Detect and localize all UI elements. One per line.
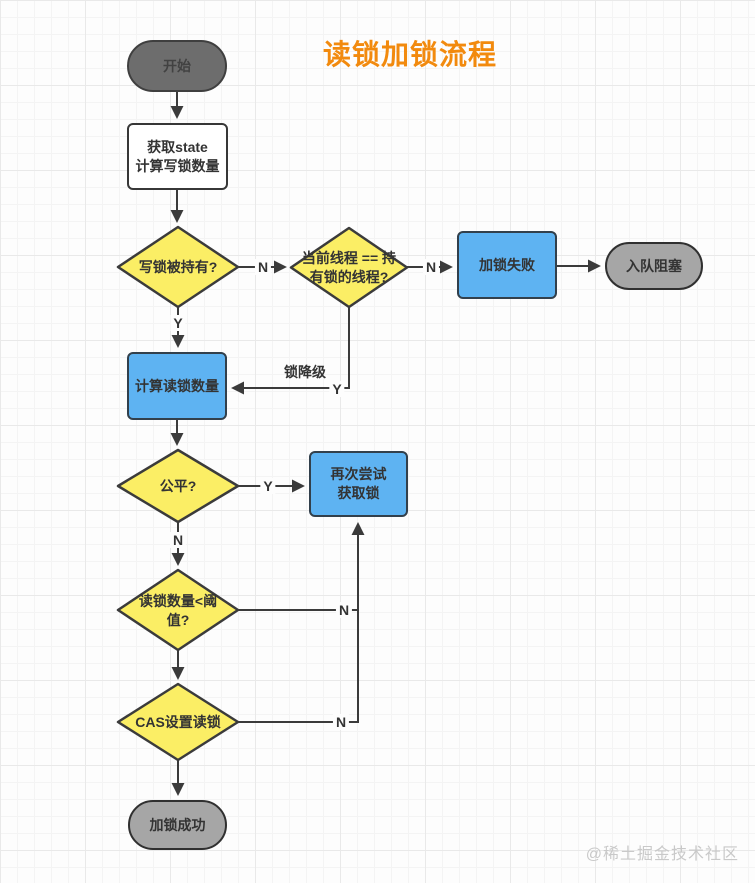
node-calc-read-locks: 计算读锁数量 [127, 352, 227, 420]
decision-fair [116, 448, 240, 524]
decision-threshold-line2: 值? [166, 611, 190, 628]
node-retry-acquire: 再次尝试 获取锁 [309, 451, 408, 517]
edge-label-y-fair: Y [260, 478, 276, 494]
decision-threshold-line1: 读锁数量<阈 [138, 593, 218, 610]
decision-current-thread-line1: 当前线程 == 持 [301, 250, 397, 267]
node-fetch-state: 获取state 计算写锁数量 [127, 123, 228, 190]
node-retry-acquire-line1: 再次尝试 [330, 466, 387, 483]
decision-cas-set-read [116, 682, 240, 762]
node-lock-success: 加锁成功 [128, 800, 227, 850]
edge-label-lock-downgrade: 锁降级 [284, 364, 326, 380]
node-start-label: 开始 [163, 57, 191, 74]
watermark: @稀土掘金技术社区 [585, 846, 739, 863]
page-title: 读锁加锁流程 [322, 39, 497, 70]
edge-current-thread-y-downgrade-to-calc-read [231, 307, 350, 395]
edge-label-y-write-held: Y [170, 315, 186, 331]
node-start: 开始 [127, 40, 227, 92]
edge-label-n-current-thread: N [422, 259, 440, 275]
node-retry-acquire-label: 再次尝试 获取锁 [331, 465, 387, 503]
node-lock-success-label: 加锁成功 [149, 816, 206, 833]
node-enqueue-block: 入队阻塞 [605, 242, 703, 290]
edge-label-n-cas: N [332, 714, 350, 730]
decision-current-thread [289, 226, 409, 309]
decision-write-lock-held-label: 写锁被持有? [138, 258, 218, 275]
decision-read-count-threshold [116, 568, 240, 652]
edge-label-n-fair: N [169, 532, 187, 548]
edge-label-n-write-held: N [254, 259, 272, 275]
decision-write-lock-held [116, 225, 240, 309]
node-fetch-state-label: 获取state 计算写锁数量 [136, 138, 220, 176]
edge-cas-n-to-retry [238, 522, 365, 723]
node-retry-acquire-line2: 获取锁 [337, 485, 380, 501]
decision-cas-set-read-label: CAS设置读锁 [135, 713, 221, 730]
node-lock-fail: 加锁失败 [457, 231, 557, 299]
node-lock-fail-label: 加锁失败 [479, 256, 535, 273]
decision-current-thread-line2: 有锁的线程? [309, 268, 389, 285]
node-fetch-state-line1: 获取state [147, 138, 208, 155]
node-fetch-state-line2: 计算写锁数量 [135, 157, 220, 174]
decision-fair-label: 公平? [159, 477, 197, 494]
edge-label-y-downgrade: Y [329, 381, 345, 397]
decision-current-thread-label: 当前线程 == 持 有锁的线程? [289, 247, 409, 288]
node-calc-read-locks-label: 计算读锁数量 [135, 377, 219, 394]
decision-read-count-threshold-label: 读锁数量<阈 值? [118, 590, 238, 631]
node-enqueue-block-label: 入队阻塞 [626, 257, 682, 274]
edge-label-n-threshold: N [335, 602, 353, 618]
